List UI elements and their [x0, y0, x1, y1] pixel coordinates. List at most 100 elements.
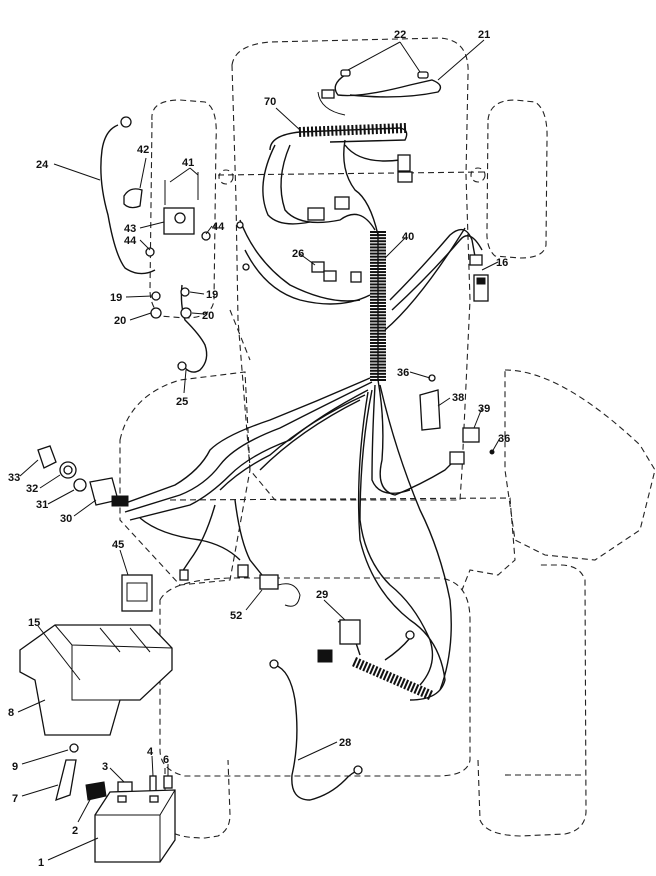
callout-44-left: 44 [124, 235, 137, 247]
headlight-bulb-left [340, 69, 351, 77]
connector-26c [350, 271, 362, 283]
spring-2 [85, 781, 107, 801]
callout-19-left: 19 [110, 292, 122, 304]
callout-52: 52 [230, 610, 242, 622]
sensor-52 [259, 574, 279, 590]
callout-25: 25 [176, 396, 188, 408]
terminal-ring-a [236, 221, 244, 229]
coil-turn [396, 676, 403, 687]
lower-plug-a [179, 569, 189, 581]
terminal-24 [120, 116, 132, 128]
ignition-nut-32-inner [63, 465, 73, 475]
coil-turn [372, 666, 379, 676]
callout-19-right: 19 [206, 289, 218, 301]
bundle-to-ignition-4 [219, 394, 366, 491]
branch-to-16-a [389, 228, 477, 301]
rear-wheel-right [477, 564, 587, 837]
seat-fender-right [504, 369, 656, 561]
lead-29-wire [384, 637, 411, 661]
coil-turn [420, 687, 427, 697]
callout-16: 16 [496, 257, 508, 269]
callout-39: 39 [478, 403, 490, 415]
bracket-38 [419, 389, 441, 431]
callout-8: 8 [8, 707, 14, 719]
bundle-to-ignition-1 [119, 377, 371, 506]
callout-24: 24 [36, 159, 49, 171]
terminal-ring-b [242, 263, 250, 271]
solenoid-43-post [174, 212, 186, 224]
coil-turn [427, 690, 433, 700]
callout-33: 33 [8, 472, 20, 484]
headlight-wire-loop [317, 91, 346, 116]
callout-4: 4 [147, 746, 154, 758]
nut-20b [180, 307, 192, 319]
fuse-holder-26b [323, 270, 337, 282]
callout-32: 32 [26, 483, 38, 495]
callout-40: 40 [402, 231, 414, 243]
wire-lower-loop [139, 517, 241, 561]
engine-bay-divider [229, 309, 251, 361]
battery-tray-15-frame [99, 627, 151, 653]
lower-plug-b [237, 564, 249, 578]
coil-turn [362, 661, 369, 672]
switch-16-terminal [476, 277, 486, 285]
terminal-28-end [353, 765, 363, 775]
cable-28 [274, 664, 361, 801]
battery-post-pos [149, 795, 159, 803]
terminal-29 [405, 630, 415, 640]
ignition-switch-30-plug [111, 495, 129, 507]
battery-tray-15 [19, 624, 173, 736]
front-axle-line [217, 171, 486, 176]
coil-turn [355, 658, 362, 669]
callout-28: 28 [339, 737, 351, 749]
callout-30: 30 [60, 513, 72, 525]
coil-turn [392, 675, 399, 685]
harness-70-body [269, 127, 408, 151]
rear-frame [159, 577, 471, 777]
coil-turn [369, 664, 375, 675]
terminal-25 [177, 361, 187, 371]
lockwasher-19b [180, 287, 190, 297]
hold-down-9 [69, 743, 79, 753]
coil-turn [386, 672, 393, 682]
coil-turn [379, 669, 386, 679]
battery-post-neg [117, 795, 127, 803]
callout-42: 42 [137, 144, 149, 156]
branch-to-16-b [391, 235, 483, 311]
coil-turn [358, 660, 365, 670]
callout-20-left: 20 [114, 315, 126, 327]
callout-43: 43 [124, 223, 136, 235]
coil-turn [365, 663, 372, 673]
callout-44-right: 44 [212, 221, 225, 233]
headlight-harness [334, 74, 442, 98]
pto-switch-29 [339, 619, 361, 645]
coil-turn [375, 667, 382, 678]
axle-pivot-left [218, 169, 234, 185]
coil-turn [406, 681, 413, 691]
washer-44a [145, 247, 155, 257]
wire-bundle-upper-left [262, 144, 311, 225]
callouts: 22 21 70 24 42 41 43 44 44 19 19 20 20 2… [8, 29, 510, 869]
washer-44b [201, 231, 211, 241]
bundle-to-ignition-2 [124, 381, 373, 513]
callout-6: 6 [163, 754, 169, 766]
bundle-to-rear-5 [379, 384, 452, 691]
callout-2: 2 [72, 825, 78, 837]
wire-to-plug-left [181, 504, 216, 573]
wire-loop-a [239, 219, 361, 302]
bundle-to-rear-2 [371, 384, 411, 494]
bundle-to-ignition-3 [129, 389, 369, 521]
connector-70a [307, 207, 325, 221]
connector-near-39 [449, 451, 465, 465]
bolt-4 [149, 775, 157, 793]
coil-turn [413, 684, 420, 694]
cover-42 [123, 188, 143, 209]
callout-70: 70 [264, 96, 276, 108]
coil-turn [389, 673, 396, 684]
callout-1: 1 [38, 857, 44, 869]
connector-70d [397, 171, 413, 183]
callout-36-lower: 36 [498, 433, 510, 445]
callout-22: 22 [394, 29, 406, 41]
coil-turn [410, 682, 416, 693]
terminal-3 [117, 781, 133, 793]
